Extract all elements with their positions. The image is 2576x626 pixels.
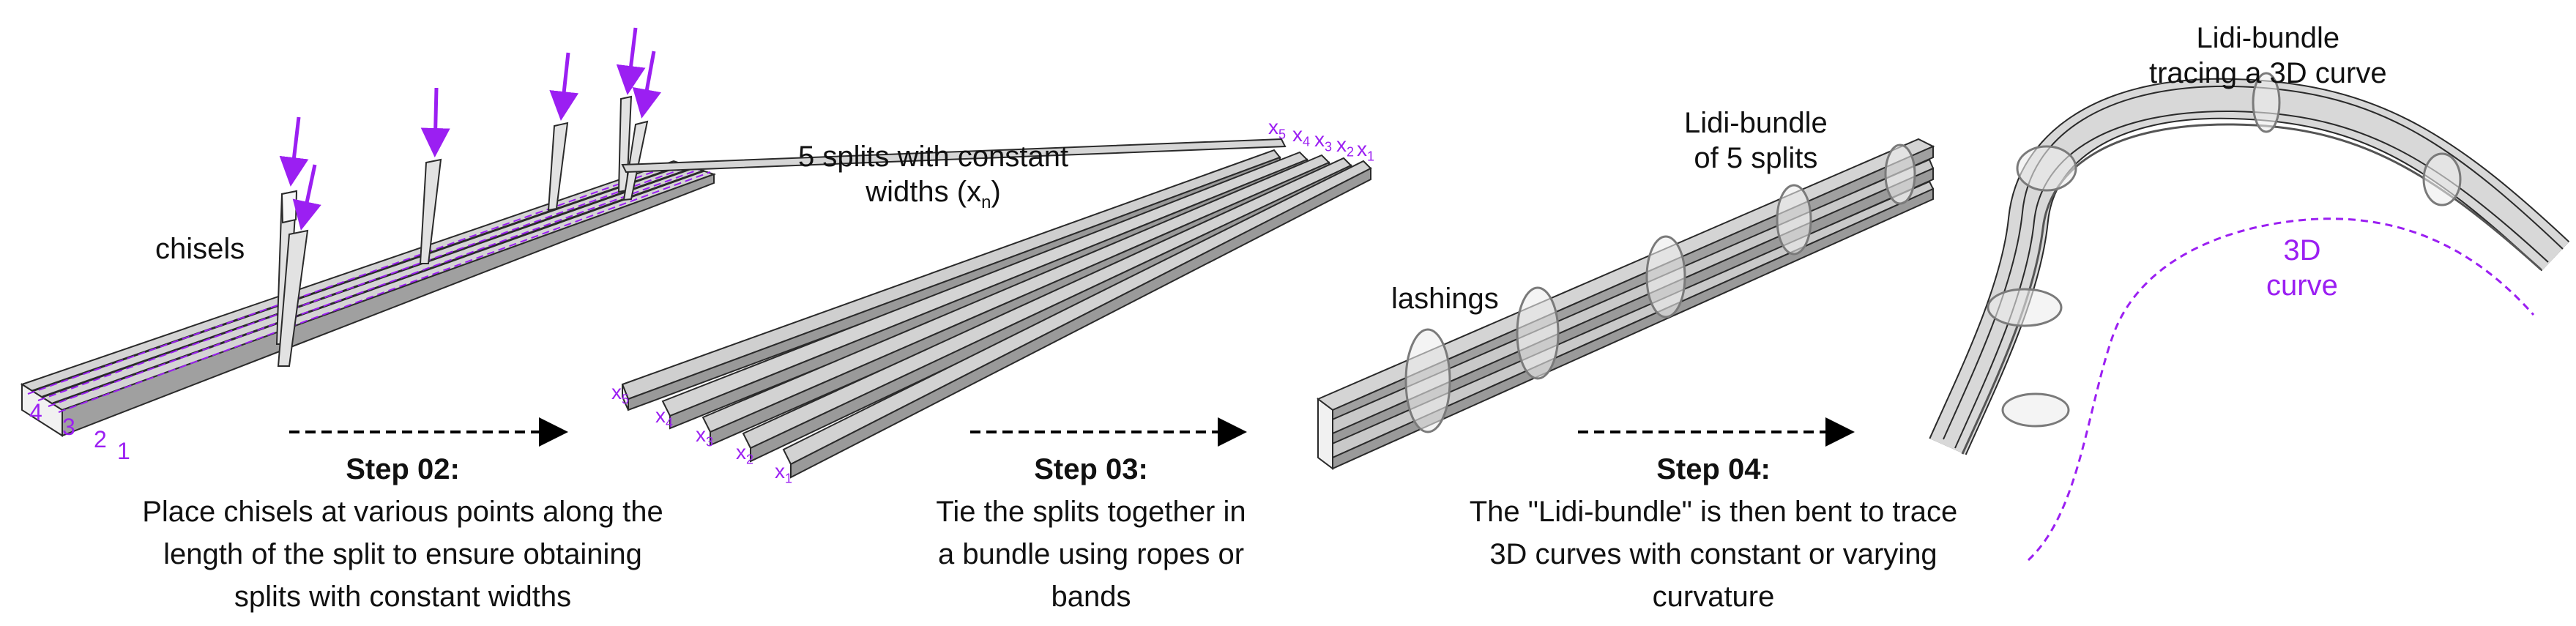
panel-4-title: Lidi-bundle tracing a 3D curve bbox=[2149, 21, 2387, 91]
chisel-4 bbox=[547, 122, 569, 212]
far-split-label-x5: x5 bbox=[1268, 116, 1287, 142]
lashings-bent bbox=[1987, 72, 2462, 428]
step-03-line1: Tie the splits together in bbox=[936, 496, 1246, 528]
near-split-label-x4: x4 bbox=[655, 404, 674, 431]
lashings bbox=[1404, 144, 1916, 433]
near-split-label-x1: x1 bbox=[775, 460, 793, 486]
split-number-4: 4 bbox=[29, 399, 42, 425]
far-split-label-x4: x4 bbox=[1292, 123, 1311, 149]
chisel-5 bbox=[617, 95, 649, 201]
lashings-label: lashings bbox=[1391, 283, 1499, 315]
near-split-label-x2: x2 bbox=[736, 441, 754, 467]
force-arrows bbox=[279, 27, 662, 231]
split-number-1: 1 bbox=[117, 438, 130, 464]
step-04-title: Step 04: bbox=[1656, 453, 1771, 485]
panel-2-five-splits bbox=[621, 138, 1372, 479]
far-split-label-x2: x2 bbox=[1336, 133, 1355, 160]
3d-curve-path bbox=[2027, 217, 2535, 562]
panel-3-lidi-bundle bbox=[1317, 138, 1935, 470]
panel-3-title-line1: Lidi-bundle bbox=[1684, 107, 1828, 139]
step-03-title: Step 03: bbox=[1034, 453, 1148, 485]
split-2 bbox=[742, 157, 1352, 463]
step-02-line3: splits with constant widths bbox=[234, 581, 572, 613]
step-02-line1: Place chisels at various points along th… bbox=[142, 496, 663, 528]
near-split-label-x3: x3 bbox=[696, 423, 714, 450]
chisel-2 bbox=[277, 229, 309, 367]
panel-4-bent-bundle bbox=[1929, 72, 2570, 562]
3d-curve-label-line2: curve bbox=[2266, 269, 2338, 302]
panel-2-title-line1: 5 splits with constant bbox=[798, 141, 1069, 173]
3d-curve-label: 3D curve bbox=[2266, 233, 2338, 303]
plank bbox=[20, 160, 717, 437]
step-04-line3: curvature bbox=[1652, 581, 1775, 613]
panel-2-title: 5 splits with constant widths (xn) bbox=[798, 139, 1068, 220]
panel-1-split-with-chisels bbox=[20, 27, 717, 437]
3d-curve-label-line1: 3D bbox=[2283, 234, 2321, 267]
step-03-line3: bands bbox=[1051, 581, 1131, 613]
panel-3-title: Lidi-bundle of 5 splits bbox=[1684, 105, 1828, 176]
chisels-label: chisels bbox=[155, 233, 245, 265]
step-03-caption: Step 03: Tie the splits together in a bu… bbox=[864, 448, 1318, 618]
split-number-3: 3 bbox=[62, 414, 75, 440]
far-split-label-x1: x1 bbox=[1357, 138, 1375, 164]
chisel-3 bbox=[419, 158, 442, 264]
step-04-line2: 3D curves with constant or varying bbox=[1489, 538, 1937, 570]
split-3 bbox=[701, 154, 1330, 447]
split-1 bbox=[782, 160, 1372, 479]
panel-4-title-line1: Lidi-bundle bbox=[2196, 22, 2340, 54]
step-03-line2: a bundle using ropes or bbox=[937, 538, 1245, 570]
step-02-caption: Step 02: Place chisels at various points… bbox=[124, 448, 681, 618]
split-number-2: 2 bbox=[94, 426, 107, 452]
step-02-line2: length of the split to ensure obtaining bbox=[163, 538, 642, 570]
panel-4-title-line2: tracing a 3D curve bbox=[2149, 57, 2387, 89]
step-04-line1: The "Lidi-bundle" is then bent to trace bbox=[1469, 496, 1958, 528]
panel-2-title-line2: widths (xn) bbox=[866, 176, 1001, 212]
far-split-label-x3: x3 bbox=[1314, 128, 1333, 154]
near-split-label-x5: x5 bbox=[611, 381, 630, 407]
step-04-caption: Step 04: The "Lidi-bundle" is then bent … bbox=[1428, 448, 1999, 618]
panel-3-title-line2: of 5 splits bbox=[1694, 142, 1818, 174]
step-02-title: Step 02: bbox=[346, 453, 460, 485]
